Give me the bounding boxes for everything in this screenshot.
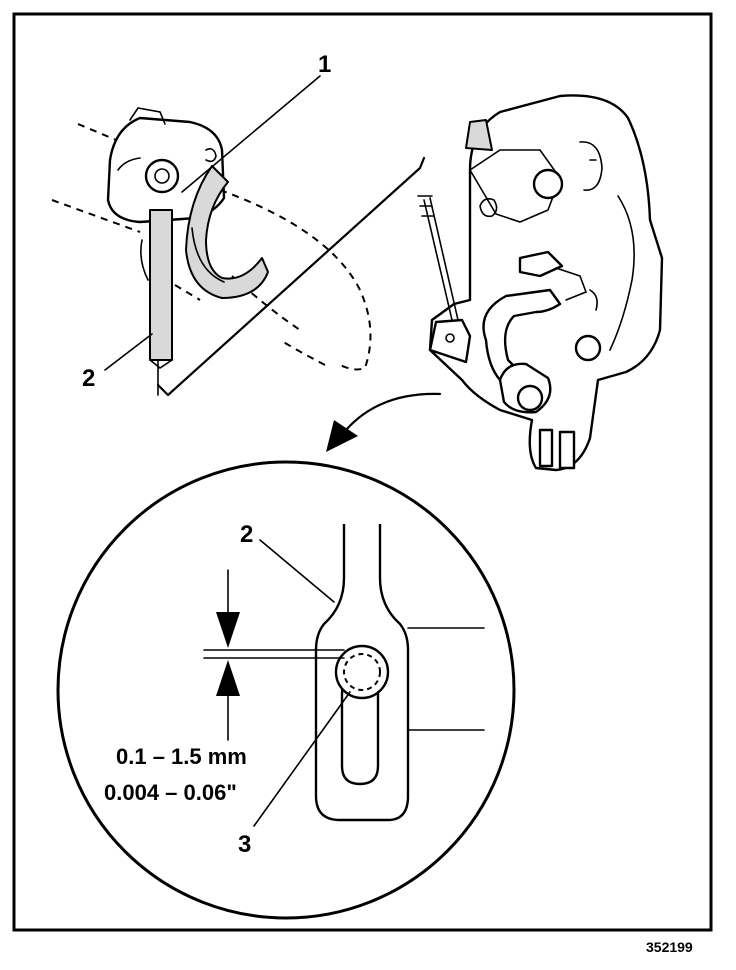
callout-2-top-label: 2: [82, 365, 95, 392]
pin-outer: [334, 644, 390, 700]
dim-arrow-down: [216, 612, 240, 648]
callout-2-detail-label: 2: [240, 521, 253, 548]
callout-2-detail-leader: [259, 539, 335, 603]
callout-1-leader: [181, 75, 321, 193]
latch-mechanism: [417, 94, 664, 472]
pin-inner-dashed: [343, 653, 381, 691]
detail-view: [56, 460, 516, 920]
callout-3-label: 3: [238, 831, 251, 858]
striker-hook-assembly: [51, 107, 426, 397]
dimension-imperial: 0.004 – 0.06": [104, 780, 237, 805]
detail-circle: [56, 460, 516, 920]
dimension-metric: 0.1 – 1.5 mm: [116, 744, 247, 769]
diagram-frame: [12, 12, 713, 932]
detail-arrow: [326, 392, 442, 452]
callout-1-label: 1: [318, 51, 331, 78]
callout-2-top-leader: [104, 333, 153, 371]
figure-number: 352199: [646, 939, 693, 955]
callout-3-leader: [253, 691, 351, 827]
dim-arrow-up: [216, 660, 240, 696]
